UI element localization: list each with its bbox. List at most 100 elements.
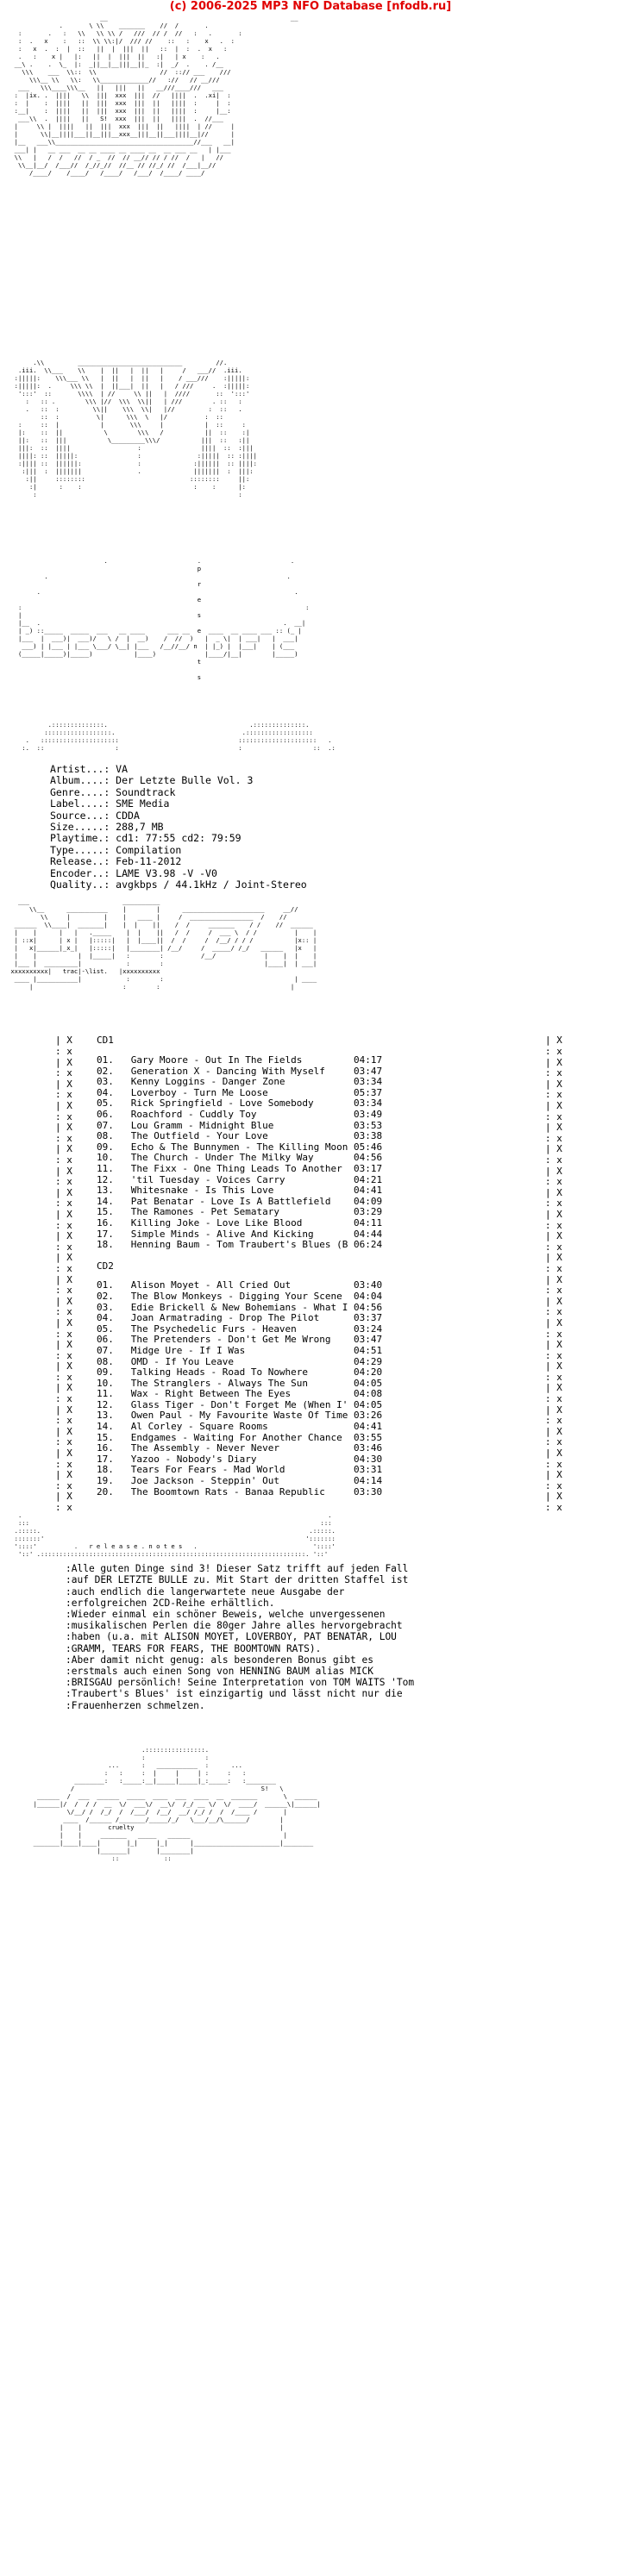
info-key: Quality <box>50 878 92 891</box>
track-number: 11. <box>97 1388 131 1400</box>
track-number: 12. <box>97 1398 131 1410</box>
track-number: 08. <box>97 1130 131 1142</box>
track-title: Gary Moore - Out In The Fields <box>130 1054 348 1066</box>
release-note-line: :GRAMM, TEARS FOR FEARS, THE BOOMTOWN RA… <box>66 1642 322 1654</box>
track-row: 04. Joan Armatrading - Drop The Pilot 03… <box>97 1312 621 1324</box>
info-dots: .....: <box>73 821 116 834</box>
track-time: 03:29 <box>354 1206 383 1218</box>
track-title: Loverboy - Turn Me Loose <box>130 1086 348 1098</box>
track-title: Henning Baum - Tom Traubert's Blues (B <box>130 1239 348 1251</box>
track-title: Joe Jackson - Steppin' Out <box>130 1475 348 1487</box>
cd1-track-list: 01. Gary Moore - Out In The Fields 04:17… <box>97 1054 621 1251</box>
track-title: Whitesnake - Is This Love <box>130 1185 348 1197</box>
track-number: 19. <box>97 1475 131 1487</box>
info-row: Source...: CDDA <box>50 810 621 822</box>
track-time: 04:08 <box>354 1388 383 1400</box>
track-row: 01. Alison Moyet - All Cried Out 03:40 <box>97 1280 621 1291</box>
info-dots: ..: <box>91 866 116 879</box>
track-time: 04:41 <box>354 1185 383 1197</box>
track-title: Al Corley - Square Rooms <box>130 1421 348 1433</box>
track-title: Generation X - Dancing With Myself <box>130 1065 348 1077</box>
track-row: 17. Yazoo - Nobody's Diary 04:30 <box>97 1454 621 1466</box>
track-number: 15. <box>97 1206 131 1218</box>
track-time: 04:51 <box>354 1344 383 1356</box>
track-time: 04:09 <box>354 1195 383 1207</box>
track-row: 03. Edie Brickell & New Bohemians - What… <box>97 1302 621 1314</box>
track-number: 10. <box>97 1377 131 1389</box>
release-note-line: :Aber damit nicht genug: als besonderen … <box>66 1654 373 1666</box>
info-key: Genre <box>50 785 80 798</box>
track-title: 'til Tuesday - Voices Carry <box>130 1173 348 1185</box>
info-row: Album....: Der Letzte Bulle Vol. 3 <box>50 775 621 786</box>
top-ascii-logo: __ __ . \ \\ _______ // / . : . : \\ \\ … <box>14 14 298 177</box>
info-key: Source <box>50 809 86 822</box>
track-number: 02. <box>97 1065 131 1077</box>
info-key: Release <box>50 855 92 868</box>
release-note-line: :Traubert's Blues' ist einzigartig und l… <box>66 1688 403 1700</box>
track-number: 07. <box>97 1344 131 1356</box>
track-row: 08. The Outfield - Your Love 03:38 <box>97 1130 621 1142</box>
info-dots: ....: <box>79 785 116 798</box>
track-title: The Ramones - Pet Sematary <box>130 1206 348 1218</box>
track-number: 01. <box>97 1054 131 1066</box>
release-note-line: :auf DER LETZTE BULLE zu. Mit Start der … <box>66 1574 409 1586</box>
info-value: 288,7 MB <box>116 821 164 834</box>
track-number: 13. <box>97 1185 131 1197</box>
track-title: Rick Springfield - Love Somebody <box>130 1097 348 1110</box>
track-number: 11. <box>97 1163 131 1174</box>
track-title: Glass Tiger - Don't Forget Me (When I' <box>130 1398 348 1410</box>
track-row: 19. Joe Jackson - Steppin' Out 04:14 <box>97 1475 621 1487</box>
info-value: avgkbps / 44.1kHz / Joint-Stereo <box>116 878 307 891</box>
info-key: Playtime <box>50 832 98 845</box>
track-time: 03:49 <box>354 1109 383 1121</box>
track-title: The Outfield - Your Love <box>130 1130 348 1142</box>
track-number: 14. <box>97 1421 131 1433</box>
release-notes-frame: . . ::: ::: .:::::. <box>14 1511 336 1559</box>
track-row: 09. Talking Heads - Road To Nowhere 04:2… <box>97 1366 621 1379</box>
release-note-line: :musikalischen Perlen die 80ger Jahre al… <box>66 1620 403 1632</box>
release-note-line: :erstmals auch einen Song von HENNING BA… <box>66 1666 373 1678</box>
info-dots: .: <box>97 832 116 845</box>
track-title: Yazoo - Nobody's Diary <box>130 1453 348 1465</box>
track-title: The Fixx - One Thing Leads To Another <box>130 1163 348 1174</box>
track-title: Wax - Right Between The Eyes <box>130 1388 348 1400</box>
track-row: 08. OMD - If You Leave 04:29 <box>97 1356 621 1368</box>
track-title: Echo & The Bunnymen - The Killing Moon <box>130 1141 348 1153</box>
release-note-line: :Wieder einmal ein schöner Beweis, welch… <box>66 1609 386 1621</box>
track-row: 02. Generation X - Dancing With Myself 0… <box>97 1066 621 1078</box>
release-note-line: :Alle guten Dinge sind 3! Dieser Satz tr… <box>66 1563 409 1575</box>
track-time: 04:41 <box>354 1421 383 1433</box>
info-row: Size.....: 288,7 MB <box>50 821 621 834</box>
track-time: 04:14 <box>354 1475 383 1487</box>
track-time: 03:40 <box>354 1279 383 1291</box>
track-time: 04:56 <box>354 1152 383 1164</box>
info-dots: ..: <box>91 878 116 891</box>
track-title: Kenny Loggins - Danger Zone <box>130 1076 348 1088</box>
track-row: 12. Glass Tiger - Don't Forget Me (When … <box>97 1398 621 1411</box>
track-row: 12. 'til Tuesday - Voices Carry 04:21 <box>97 1173 621 1186</box>
track-time: 04:20 <box>354 1366 383 1379</box>
track-row: 18. Henning Baum - Tom Traubert's Blues … <box>97 1239 621 1251</box>
cd2-label: CD2 <box>97 1260 114 1272</box>
track-title: Talking Heads - Road To Nowhere <box>130 1366 348 1379</box>
release-note-line: :erfolgreichen 2CD-Reihe erhältlich. <box>66 1597 275 1609</box>
track-row: 20. The Boomtown Rats - Banaa Republic 0… <box>97 1485 621 1498</box>
track-row: 06. The Pretenders - Don't Get Me Wrong … <box>97 1335 621 1346</box>
track-row: 03. Kenny Loggins - Danger Zone 03:34 <box>97 1076 621 1088</box>
track-title: Joan Armatrading - Drop The Pilot <box>130 1312 348 1324</box>
track-time: 04:05 <box>354 1398 383 1410</box>
track-time: 04:05 <box>354 1377 383 1389</box>
track-number: 17. <box>97 1228 131 1240</box>
info-value: SME Media <box>116 797 170 810</box>
track-time: 04:21 <box>354 1173 383 1185</box>
track-title: The Pretenders - Don't Get Me Wrong <box>130 1334 348 1346</box>
track-row: 15. Endgames - Waiting For Another Chanc… <box>97 1432 621 1444</box>
mid-ascii-art: .\\ ____________________________ //. .ii… <box>14 359 257 498</box>
info-dots: ....: <box>79 797 116 810</box>
release-note-line: :haben (u.a. mit ALISON MOYET, LOVERBOY,… <box>66 1631 397 1643</box>
track-title: The Boomtown Rats - Banaa Republic <box>130 1485 348 1497</box>
track-row: 18. Tears For Fears - Mad World 03:31 <box>97 1465 621 1476</box>
track-title: Pat Benatar - Love Is A Battlefield <box>130 1195 348 1207</box>
